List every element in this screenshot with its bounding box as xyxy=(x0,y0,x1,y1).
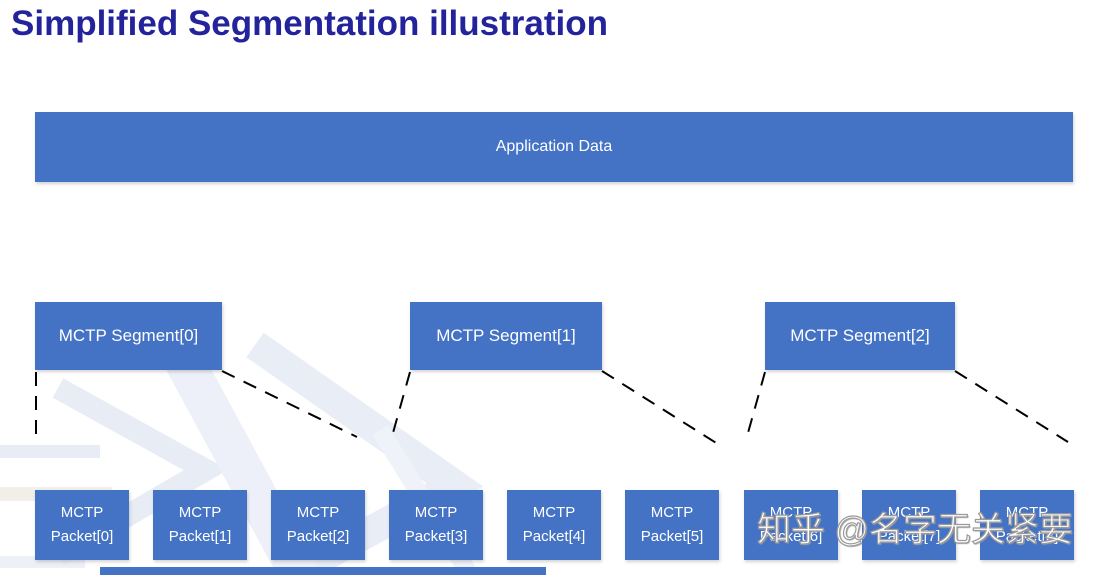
mctp-packet-3-box: MCTP Packet[3] xyxy=(389,490,483,560)
mctp-packet-0-label: MCTP Packet[0] xyxy=(50,504,114,545)
mctp-packet-6-label: MCTP Packet[6] xyxy=(759,504,823,545)
mctp-packet-3-label: MCTP Packet[3] xyxy=(404,504,468,545)
zhihu-watermark: 知乎 @名字无关紧要 xyxy=(756,510,1073,549)
mctp-packet-8-box: MCTP Packet[8] xyxy=(980,490,1074,560)
mctp-packet-5-label: MCTP Packet[5] xyxy=(640,504,704,545)
connector-segment2-right xyxy=(954,370,1069,443)
connector-segment0-right xyxy=(221,370,358,438)
mctp-packet-4-label: MCTP Packet[4] xyxy=(522,504,586,545)
mctp-packet-4-box: MCTP Packet[4] xyxy=(507,490,601,560)
mctp-packet-1-box: MCTP Packet[1] xyxy=(153,490,247,560)
connector-segment1-right xyxy=(601,370,722,447)
mctp-packet-7-box: MCTP Packet[7] xyxy=(862,490,956,560)
mctp-packet-8-label: MCTP Packet[8] xyxy=(995,504,1059,545)
connector-segment2-left xyxy=(745,371,766,441)
mctp-packet-2-box: MCTP Packet[2] xyxy=(271,490,365,560)
mctp-segment-1-box: MCTP Segment[1] xyxy=(410,302,602,370)
mctp-packet-7-label: MCTP Packet[7] xyxy=(877,504,941,545)
application-data-label: Application Data xyxy=(495,138,613,155)
mctp-segment-2-label: MCTP Segment[2] xyxy=(790,326,930,345)
mctp-segment-1-label: MCTP Segment[1] xyxy=(436,326,576,345)
mctp-segment-0-label: MCTP Segment[0] xyxy=(58,326,199,345)
mctp-packet-5-box: MCTP Packet[5] xyxy=(625,490,719,560)
application-data-bar: Application Data xyxy=(35,112,1073,182)
mctp-segment-2-box: MCTP Segment[2] xyxy=(765,302,955,370)
mctp-packet-6-box: MCTP Packet[6] xyxy=(744,490,838,560)
slide-title: Simplified Segmentation illustration xyxy=(11,4,608,43)
mctp-segment-0-box: MCTP Segment[0] xyxy=(35,302,222,370)
mctp-packet-1-label: MCTP Packet[1] xyxy=(168,504,232,545)
mctp-packet-2-label: MCTP Packet[2] xyxy=(286,504,350,545)
mctp-packet-0-box: MCTP Packet[0] xyxy=(35,490,129,560)
connector-segment1-left xyxy=(390,371,411,441)
